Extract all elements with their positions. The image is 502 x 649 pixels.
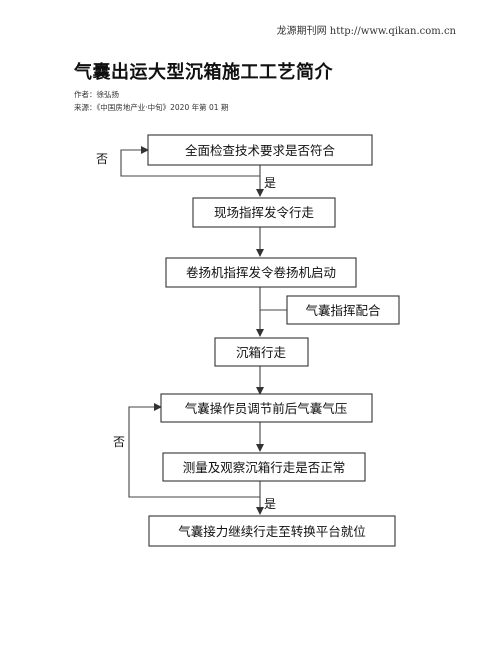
svg-text:气囊操作员调节前后气囊气压: 气囊操作员调节前后气囊气压 bbox=[185, 401, 348, 416]
label-no-2: 否 bbox=[113, 435, 125, 449]
flow-step-7: 气囊接力继续行走至转换平台就位 bbox=[148, 515, 396, 547]
flow-step-2: 现场指挥发令行走 bbox=[192, 197, 336, 228]
svg-text:全面检查技术要求是否符合: 全面检查技术要求是否符合 bbox=[185, 143, 336, 158]
label-no-1: 否 bbox=[96, 152, 108, 166]
flow-side-note: 气囊指挥配合 bbox=[286, 295, 400, 325]
flow-connectors bbox=[120, 146, 287, 515]
svg-text:现场指挥发令行走: 现场指挥发令行走 bbox=[214, 205, 315, 220]
svg-text:沉箱行走: 沉箱行走 bbox=[236, 345, 287, 360]
svg-text:气囊指挥配合: 气囊指挥配合 bbox=[305, 303, 381, 318]
flow-step-4: 沉箱行走 bbox=[214, 337, 309, 367]
label-yes-1: 是 bbox=[264, 176, 276, 190]
flow-step-5: 气囊操作员调节前后气囊气压 bbox=[160, 393, 373, 423]
site-header: 龙源期刊网 http://www.qikan.com.cn bbox=[276, 26, 456, 37]
label-yes-2: 是 bbox=[264, 497, 276, 511]
flow-step-3: 卷扬机指挥发令卷扬机启动 bbox=[165, 257, 357, 288]
article-author: 作者：徐弘扬 bbox=[74, 90, 119, 99]
svg-text:卷扬机指挥发令卷扬机启动: 卷扬机指挥发令卷扬机启动 bbox=[186, 265, 336, 280]
flow-step-6: 测量及观察沉箱行走是否正常 bbox=[162, 452, 366, 482]
flow-step-1: 全面检查技术要求是否符合 bbox=[147, 134, 373, 166]
svg-text:测量及观察沉箱行走是否正常: 测量及观察沉箱行走是否正常 bbox=[183, 460, 346, 475]
svg-text:气囊接力继续行走至转换平台就位: 气囊接力继续行走至转换平台就位 bbox=[178, 524, 366, 539]
article-title: 气囊出运大型沉箱施工工艺简介 bbox=[74, 62, 333, 83]
article-source: 来源：《中国房地产业·中旬》2020 年第 01 期 bbox=[74, 103, 229, 112]
